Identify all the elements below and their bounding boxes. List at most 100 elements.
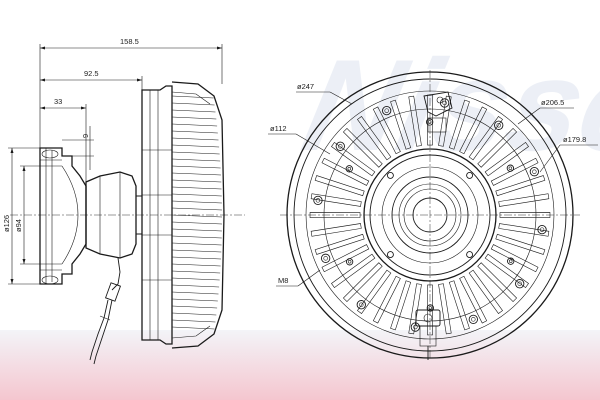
housing-fin: [171, 172, 221, 176]
dim-flange-thickness: 9: [81, 134, 90, 138]
housing-fin: [171, 186, 222, 190]
bolt-holes: [313, 98, 547, 332]
bolt-hole: [320, 253, 331, 263]
radial-fin: [331, 142, 376, 177]
housing-fin: [171, 221, 222, 225]
housing-fin: [171, 95, 214, 99]
bolt-hole-inner: [359, 302, 364, 307]
radial-fin: [495, 175, 546, 197]
dim-outer-dia-small: ø126: [2, 215, 11, 232]
radial-fin: [468, 116, 503, 161]
radial-fin: [448, 99, 470, 150]
connector-bracket: [415, 309, 441, 360]
dim-hub-dia: ø94: [14, 219, 23, 232]
radial-fin: [490, 157, 539, 186]
housing-fin: [171, 319, 216, 323]
housing-fin: [171, 249, 222, 253]
bolt-hole-inner: [338, 144, 343, 149]
housing-fin: [171, 130, 218, 134]
housing-fin: [171, 256, 221, 260]
top-bracket: [423, 91, 453, 133]
bolt-hole-inner: [517, 281, 522, 286]
radial-fins: [309, 94, 551, 336]
radial-fin: [490, 244, 539, 273]
radial-fin: [484, 253, 529, 288]
bolt-hole-inner: [496, 123, 501, 128]
dim-fan-dia: ø247: [297, 82, 314, 91]
radial-fin: [468, 269, 503, 314]
housing-fin: [171, 144, 220, 148]
bolt-hole: [345, 165, 353, 173]
bolt-hole-inner: [315, 198, 321, 203]
housing-fin: [171, 207, 222, 211]
housing-fin: [171, 200, 222, 204]
sensor-cable: [89, 257, 122, 365]
radial-fin: [495, 233, 546, 255]
housing-fin: [171, 123, 218, 127]
radial-fin: [408, 95, 422, 147]
radial-fin: [314, 175, 365, 197]
housing-fin: [171, 137, 219, 141]
bolt-hole: [494, 120, 504, 130]
housing-fin: [171, 284, 220, 288]
bolt-hole-inner: [508, 166, 513, 170]
radial-fin: [498, 193, 550, 207]
hub-ring: [363, 148, 497, 282]
radial-fin: [390, 280, 412, 331]
radial-fin: [357, 116, 392, 161]
dim-flange-length: 33: [54, 97, 62, 106]
housing-fin: [171, 228, 222, 232]
bolt-hole: [426, 118, 434, 126]
bolt-hole-inner: [347, 260, 352, 264]
front-dimensions: ø247 ø112 ø206.5 ø179.8 M8: [268, 82, 598, 287]
radial-fin: [372, 106, 401, 155]
housing-fin: [171, 193, 222, 197]
radial-fin: [477, 127, 518, 168]
bolt-hole: [507, 257, 515, 265]
bolt-hole: [382, 105, 392, 116]
housing-fin: [171, 179, 222, 183]
bolt-hole: [468, 314, 478, 325]
radial-fin: [321, 157, 370, 186]
radial-fin: [357, 269, 392, 314]
dim-bolt-circle-1: ø112: [270, 124, 287, 133]
front-view: ø247 ø112 ø206.5 ø179.8 M8: [268, 70, 598, 360]
bolt-hole-inner: [347, 167, 352, 171]
bolt-hole-inner: [413, 324, 418, 330]
radial-fin: [448, 280, 470, 331]
radial-fin: [321, 244, 370, 273]
radial-fin: [459, 106, 488, 155]
hub-stud: [466, 171, 474, 179]
bolt-hole-inner: [384, 108, 389, 113]
housing-fin: [171, 165, 221, 169]
hub-stud: [386, 251, 394, 259]
housing-fin: [171, 312, 217, 316]
dim-hub-length: 92.5: [84, 69, 99, 78]
outer-ring: [286, 71, 574, 359]
dim-thread: M8: [278, 276, 288, 285]
dim-bolt-circle-2: ø206.5: [541, 98, 564, 107]
bolt-hole: [426, 304, 434, 312]
radial-fin: [498, 223, 550, 237]
radial-fin: [499, 212, 551, 218]
bolt-hole: [313, 195, 323, 206]
radial-fin: [438, 283, 452, 335]
bolt-hole-inner: [442, 100, 447, 106]
housing-fin: [171, 214, 223, 218]
radial-fin: [390, 99, 412, 150]
radial-fin: [342, 127, 383, 168]
bolt-hole: [515, 279, 525, 289]
bolt-hole-inner: [539, 227, 545, 232]
radial-fin: [314, 233, 365, 255]
radial-fin: [427, 284, 433, 336]
housing-fin: [171, 116, 217, 120]
radial-fin: [310, 223, 362, 237]
housing-fin: [171, 109, 216, 113]
housing-fin: [171, 277, 220, 281]
bolt-hole: [410, 322, 421, 332]
bolt-hole-inner: [508, 259, 513, 263]
hub-stud: [386, 171, 394, 179]
clutch-body: [85, 171, 143, 259]
bolt-hole: [345, 258, 354, 266]
